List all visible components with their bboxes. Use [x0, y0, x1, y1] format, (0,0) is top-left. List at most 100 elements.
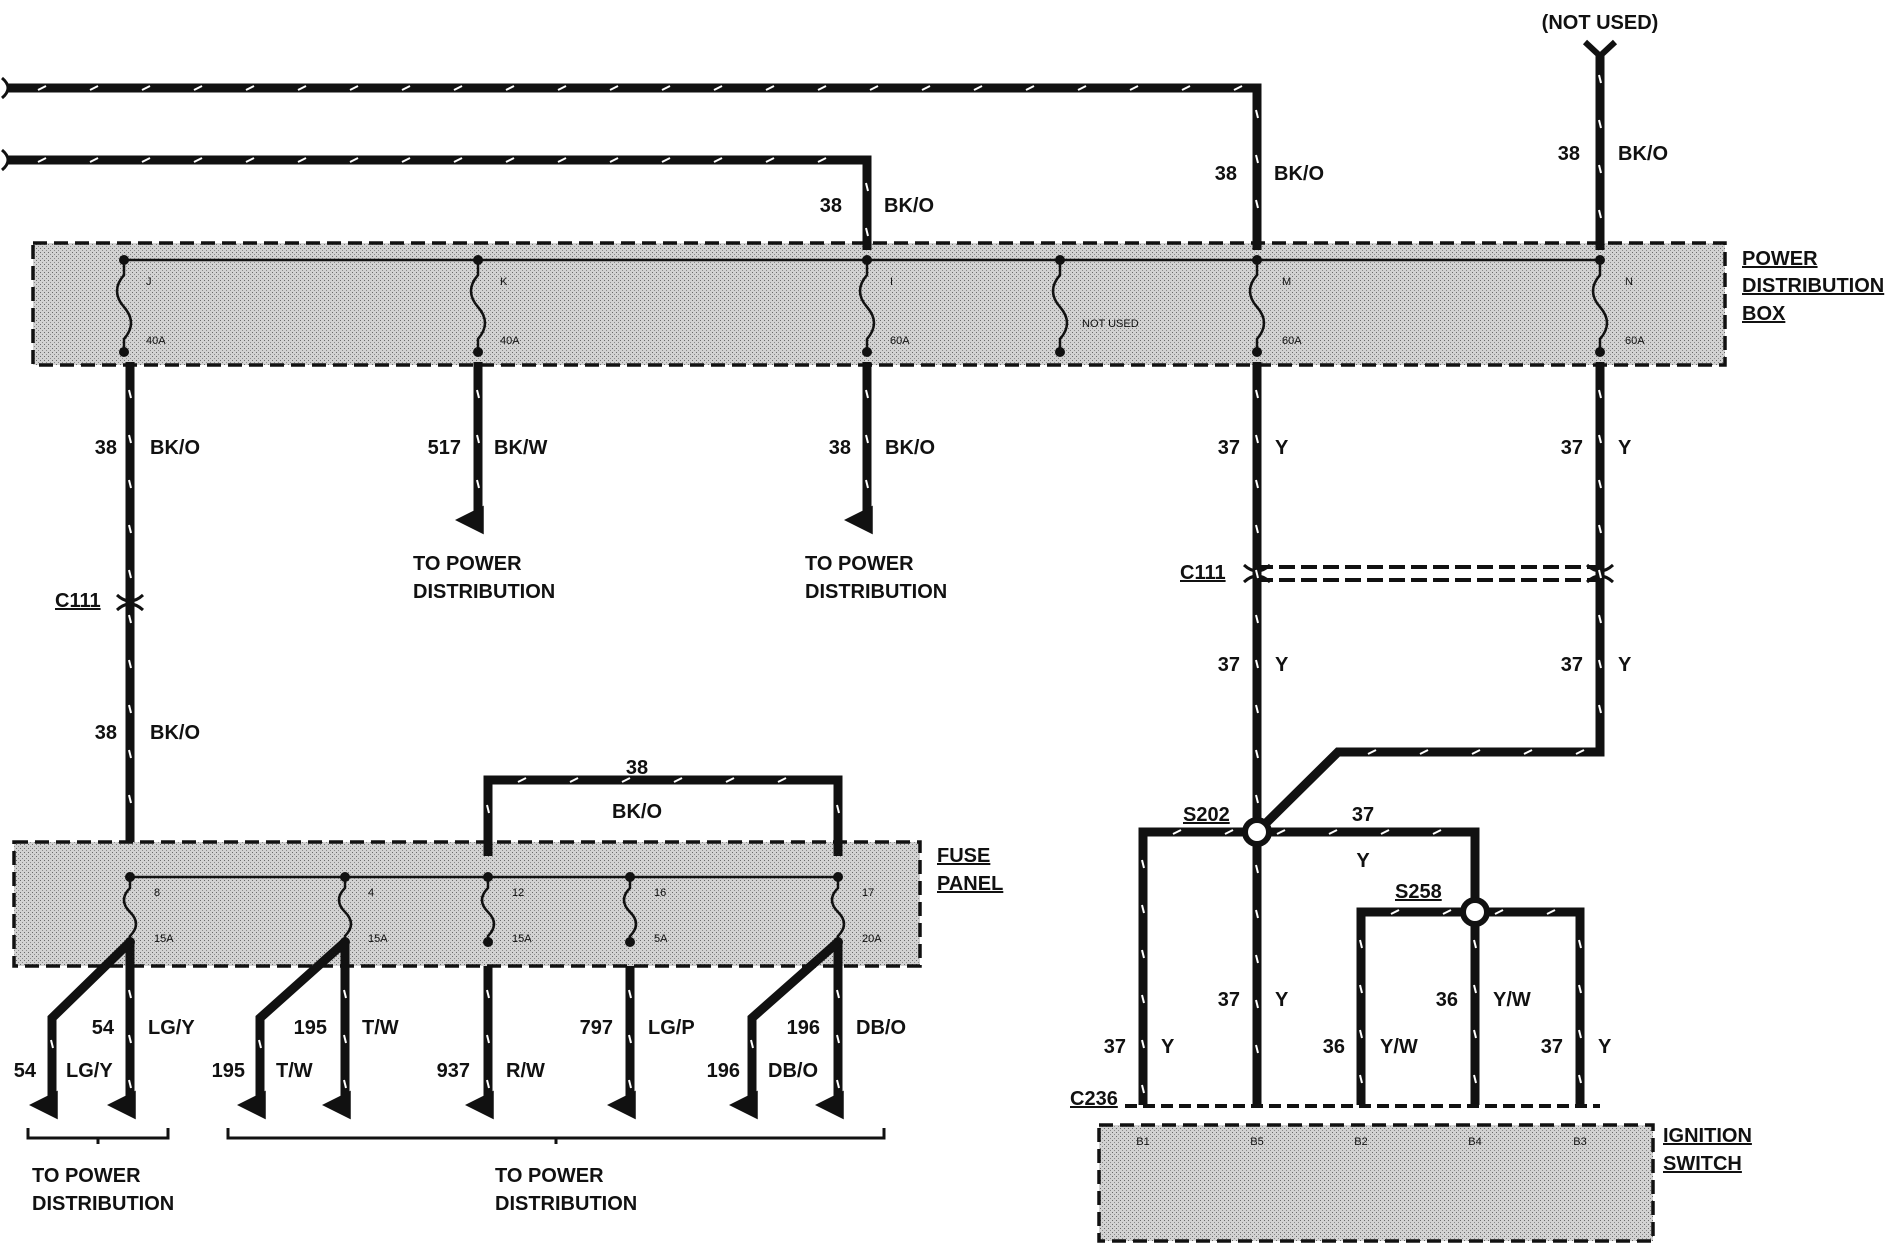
destination-k-line2: DISTRIBUTION [413, 581, 555, 603]
fuse-panel-fuse-rating: 15A [512, 933, 532, 945]
splice-s202 [1242, 817, 1272, 847]
splice-s202-label: S202 [1183, 804, 1230, 826]
wire-color: Y/W [1493, 989, 1531, 1011]
top-feed-wires [0, 39, 1618, 250]
pin-label: B2 [1354, 1136, 1367, 1148]
fuse-panel-fuse-id: 16 [654, 887, 666, 899]
bridge-color: BK/O [612, 801, 662, 823]
wire-circuit: 38 [1215, 163, 1237, 185]
wire-circuit: 797 [580, 1017, 613, 1039]
wire-color: Y [1275, 989, 1289, 1011]
wire-circuit: 54 [14, 1060, 37, 1082]
pdb-fuse-id: J [146, 276, 152, 288]
wire-color: BK/O [150, 437, 200, 459]
fuse-panel-output-wires [28, 938, 844, 1120]
destination-i-line2: DISTRIBUTION [805, 581, 947, 603]
wire-color: Y [1275, 654, 1289, 676]
pin-label: B4 [1468, 1136, 1481, 1148]
splice-s258 [1460, 897, 1490, 927]
pin-label: B1 [1136, 1136, 1149, 1148]
pin-label: B5 [1250, 1136, 1263, 1148]
wire-circuit: 37 [1561, 654, 1583, 676]
wire-color: T/W [276, 1060, 313, 1082]
wire-circuit: 37 [1561, 437, 1583, 459]
wire-circuit: 195 [212, 1060, 245, 1082]
wire-circuit: 196 [787, 1017, 820, 1039]
pdb-fuse-rating: 60A [1625, 335, 1645, 347]
ignition-switch-name-line2: SWITCH [1663, 1153, 1742, 1175]
ignition-switch-wires [1125, 827, 1600, 1108]
wire-color: Y [1161, 1036, 1175, 1058]
wire-circuit: 37 [1218, 437, 1240, 459]
wire-color: Y [1275, 437, 1289, 459]
splice-s258-label: S258 [1395, 881, 1442, 903]
wire-color: Y/W [1380, 1036, 1418, 1058]
connector-c111-right [1242, 563, 1615, 584]
pdb-fuse-id: I [890, 276, 893, 288]
wire-circuit: 37 [1541, 1036, 1563, 1058]
pdb-fuse-id: N [1625, 276, 1633, 288]
fuse-panel-fuse-id: 17 [862, 887, 874, 899]
wire-color: BK/O [150, 722, 200, 744]
destination-fuse8-line1: TO POWER [32, 1165, 141, 1187]
fuse-panel-name-line2: PANEL [937, 873, 1003, 895]
destination-group-line1: TO POWER [495, 1165, 604, 1187]
wire-circuit: 38 [820, 195, 842, 217]
wire-color: BK/O [884, 195, 934, 217]
wire-circuit: 937 [437, 1060, 470, 1082]
destination-fuse8-line2: DISTRIBUTION [32, 1193, 174, 1215]
destination-group-line2: DISTRIBUTION [495, 1193, 637, 1215]
fuse-panel-fuse-id: 12 [512, 887, 524, 899]
pdb-name-line2: DISTRIBUTION [1742, 275, 1884, 297]
wire-circuit: 36 [1436, 989, 1458, 1011]
wire-circuit: 37 [1104, 1036, 1126, 1058]
wire-color: Y [1618, 654, 1632, 676]
pdb-fuse-rating: NOT USED [1082, 318, 1139, 330]
wire-color: Y [1618, 437, 1632, 459]
wire-circuit: 517 [428, 437, 461, 459]
wire-circuit: 54 [92, 1017, 115, 1039]
ignition-switch [1097, 1123, 1655, 1243]
fuse-panel [12, 840, 922, 968]
s202-branch-color: Y [1356, 850, 1370, 872]
connector-c236-label: C236 [1070, 1088, 1118, 1110]
fuse-panel-fuse-rating: 15A [154, 933, 174, 945]
pdb-fuse-id: M [1282, 276, 1291, 288]
pdb-name-line1: POWER [1742, 248, 1818, 270]
wire-circuit: 195 [294, 1017, 327, 1039]
wire-color: BK/O [1274, 163, 1324, 185]
fuse-panel-fuse-rating: 5A [654, 933, 668, 945]
fuse-panel-fuse-id: 4 [368, 887, 374, 899]
pdb-fuse-rating: 40A [146, 335, 166, 347]
wire-color: BK/W [494, 437, 547, 459]
wire-color: R/W [506, 1060, 545, 1082]
wire-circuit: 38 [95, 437, 117, 459]
wire-color: LG/P [648, 1017, 695, 1039]
fuse-panel-name-line1: FUSE [937, 845, 990, 867]
connector-c111-left-label: C111 [55, 590, 101, 612]
pdb-fuse-rating: 40A [500, 335, 520, 347]
wire-color: Y [1598, 1036, 1612, 1058]
wire-circuit: 196 [707, 1060, 740, 1082]
destination-k-line1: TO POWER [413, 553, 522, 575]
wire-circuit: 38 [829, 437, 851, 459]
connector-c111-right-label: C111 [1180, 562, 1226, 584]
destination-i-line1: TO POWER [805, 553, 914, 575]
wire-color: BK/O [885, 437, 935, 459]
pdb-fuse-rating: 60A [890, 335, 910, 347]
wire-circuit: 36 [1323, 1036, 1345, 1058]
fuse-panel-fuse-id: 8 [154, 887, 160, 899]
wire-circuit: 38 [95, 722, 117, 744]
wire-color: BK/O [1618, 143, 1668, 165]
power-distribution-box [31, 241, 1727, 367]
connector-c111-left [115, 593, 145, 612]
wire-color: LG/Y [148, 1017, 195, 1039]
wire-circuit: 38 [1558, 143, 1580, 165]
fuse-panel-bridge-wire [483, 775, 843, 856]
fuse-panel-fuse-rating: 20A [862, 933, 882, 945]
wire-color: LG/Y [66, 1060, 113, 1082]
ignition-switch-name-line1: IGNITION [1663, 1125, 1752, 1147]
wire-circuit: 37 [1218, 989, 1240, 1011]
pdb-internal-bus [115, 255, 1609, 357]
wire-color: DB/O [768, 1060, 818, 1082]
